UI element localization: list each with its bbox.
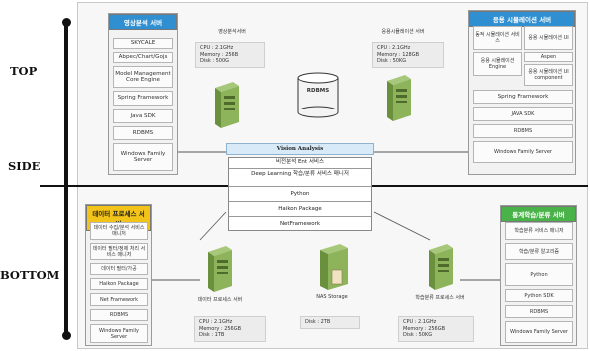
grid-item: Aspen [524,52,573,62]
nas-label: NAS Storage [316,294,348,300]
stack-item: JAVA SDK [473,107,573,121]
axis-dot-top [61,18,71,27]
stack-item: Windows Family Server [113,143,173,171]
stack-item: Spring Framework [113,91,173,106]
grid-item: 응용 시뮬레이션 UI component [524,64,573,86]
stack-item: RDBMS [113,126,173,140]
level-bottom-label: BOTTOM [0,268,60,282]
stack-item: 학습/분류 알고리즘 [505,243,573,260]
sim-server-label: 응용시뮬레이션 서버 [381,29,425,35]
spec-line: Disk : 50KG [403,332,433,338]
stack-item: RDBMS [505,305,573,318]
center-row: Deep Learning 학습/분류 서비스 매니저 [229,168,371,186]
data-process-server-panel: 데이터 프로세스 서버 데이터 수집/분석 서비스 매니저 데이터 필터/정제 … [85,204,152,346]
grid-item: 응용 시뮬레이션 Engine [473,52,522,76]
grid-item: 응용 시뮬레이션 UI [524,26,573,50]
rdbms-database-icon [297,72,339,122]
grid-item: 동적 시뮬레이션 서비스 [473,26,522,50]
stack-item: Windows Family Server [90,324,148,343]
nas-specs: Disk : 2TB [300,316,360,329]
stack-item: Net Framework [90,293,148,306]
stack-item: 데이터 필터/가공 [90,263,148,275]
stack-item: 데이터 필터/정제 처리 서비스 매니저 [90,243,148,260]
panel-title: 응용 시뮬레이션 서버 [469,11,575,27]
sim-server-tower-icon [383,73,413,123]
spec-line: Memory : 256B [200,51,239,58]
spec-line: Memory : 128GB [377,51,420,58]
video-server-specs: CPU : 2.1GHz Memory : 256B Disk : 500G [195,42,265,68]
spec-line: Memory : 256GB [403,325,446,332]
video-analysis-server-panel: 영상분석 서버 SKYCALE Abpec/Chart/Gojs Model M… [108,13,178,175]
stack-item: RDBMS [90,309,148,321]
tier-axis-line [64,22,68,335]
axis-dot-bottom [61,331,71,340]
spec-line: CPU : 2.1GHz [200,45,234,51]
stack-item: Python [505,263,573,286]
stack-item: Windows Family Server [505,321,573,343]
simulation-server-panel: 응용 시뮬레이션 서버 동적 시뮬레이션 서비스 응용 시뮬레이션 UI 응용 … [468,10,576,175]
spec-line: Disk : 50KG [377,58,407,64]
data-server-tower-icon [203,244,235,294]
spec-line: CPU : 2.1GHz [403,319,437,325]
spec-line: Memory : 256GB [199,325,242,332]
learning-server-panel: 통계학습/분류 서버 학습분류 서비스 매니저 학습/분류 알고리즘 Pytho… [500,205,577,346]
stack-item: Haikon Package [90,278,148,290]
stack-item: Model Management Core Engine [113,66,173,88]
spec-line: Disk : 2TB [305,319,331,325]
stack-item: 데이터 수집/분석 서비스 매니저 [90,222,148,240]
data-server-label: 데이터 프로세스 서버 [197,297,243,303]
spec-line: Disk : 1TB [199,332,225,338]
stack-item: SKYCALE [113,38,173,49]
spec-line: CPU : 2.1GHz [199,319,233,325]
panel-title: 통계학습/분류 서버 [501,206,576,222]
stack-item: Abpec/Chart/Gojs [113,52,173,63]
learning-server-tower-icon [424,242,456,292]
data-server-specs: CPU : 2.1GHz Memory : 256GB Disk : 1TB [194,316,266,342]
panel-title: 영상분석 서버 [109,14,177,30]
center-row: Python [229,186,371,201]
level-top-label: TOP [10,64,38,78]
stack-item: Windows Family Server [473,141,573,163]
stack-item: RDBMS [473,124,573,138]
sim-server-specs: CPU : 2.1GHz Memory : 128GB Disk : 50KG [372,42,444,68]
center-row: Haikon Package [229,201,371,216]
rdbms-label: RDBMS [306,88,330,94]
video-server-tower-icon [211,80,241,130]
learning-server-specs: CPU : 2.1GHz Memory : 256GB Disk : 50KG [398,316,474,342]
stack-item: Java SDK [113,109,173,123]
center-row: NetFramework [229,216,371,232]
level-side-label: SIDE [8,159,41,173]
spec-line: CPU : 2.1GHz [377,45,411,51]
vision-analysis-stack: 비전분석 Ent 서비스 Deep Learning 학습/분류 서비스 매니저… [228,157,372,231]
stack-item: Spring Framework [473,90,573,104]
nas-storage-icon [316,242,352,296]
learning-server-label: 학습분류 프로세스 서버 [415,295,465,301]
vision-analysis-title: Vision Analysis [226,143,374,155]
video-server-label: 영상분석서버 [218,29,246,35]
spec-line: Disk : 500G [200,58,230,64]
center-row: 비전분석 Ent 서비스 [275,159,325,165]
stack-item: Python SDK [505,289,573,302]
stack-item: 학습분류 서비스 매니저 [505,222,573,240]
